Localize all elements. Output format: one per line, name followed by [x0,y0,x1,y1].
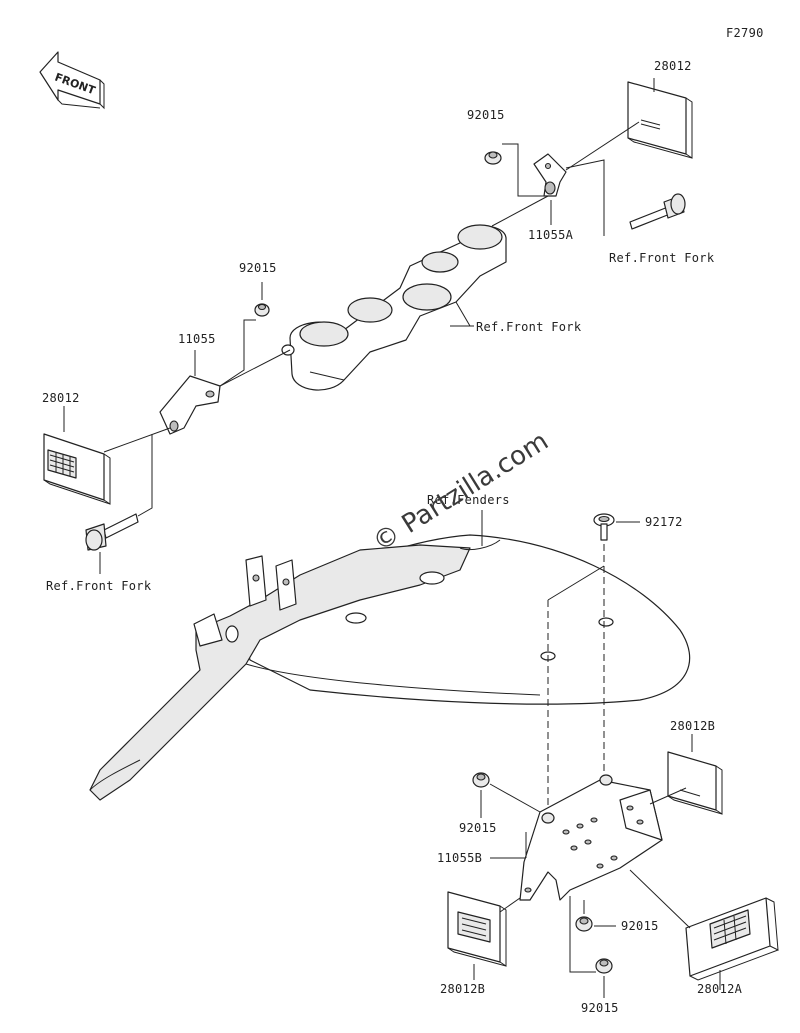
reflector-28012A [685,897,779,981]
callout-28012-left: 28012 [42,391,80,405]
callout-11055A: 11055A [528,228,574,242]
screw-92172 [593,513,615,541]
bolt-right [629,193,686,230]
callout-ref-front-fork-left: Ref.Front Fork [46,579,152,593]
bracket-11055B [519,774,663,901]
callout-ref-front-fork-right: Ref.Front Fork [609,251,715,265]
nut-92015-mid [254,303,270,317]
callout-11055: 11055 [178,332,216,346]
callout-92015-mid: 92015 [239,261,277,275]
callout-92015-top: 92015 [467,108,505,122]
reflector-28012-left [43,433,111,505]
callout-28012-top: 28012 [654,59,692,73]
nut-92015-low [472,772,490,788]
reflector-28012B-left [447,891,507,967]
callout-28012B-right: 28012B [670,719,715,733]
reflector-28012-top [627,81,693,159]
front-arrow-icon: FRONT [39,51,105,110]
callout-11055B: 11055B [437,851,482,865]
callout-92015-bottom: 92015 [581,1001,619,1015]
callout-92015-lowright: 92015 [621,919,659,933]
nut-92015-bottom [595,958,613,974]
front-fender [89,534,691,801]
nut-92015-lowright [575,916,593,932]
nut-92015-top [484,151,502,165]
bolt-left [85,513,139,551]
callout-28012B-left: 28012B [440,982,485,996]
callout-ref-front-fork-mid: Ref.Front Fork [476,320,582,334]
triple-clamp [281,224,507,391]
bracket-11055 [159,375,221,435]
bracket-11055A [533,153,567,197]
reflector-28012B-right [667,751,723,815]
callout-92015-low: 92015 [459,821,497,835]
figure-id: F2790 [726,26,764,40]
callout-28012A: 28012A [697,982,743,996]
callout-92172: 92172 [645,515,683,529]
callout-ref-fenders: Ref.Fenders [427,493,510,507]
